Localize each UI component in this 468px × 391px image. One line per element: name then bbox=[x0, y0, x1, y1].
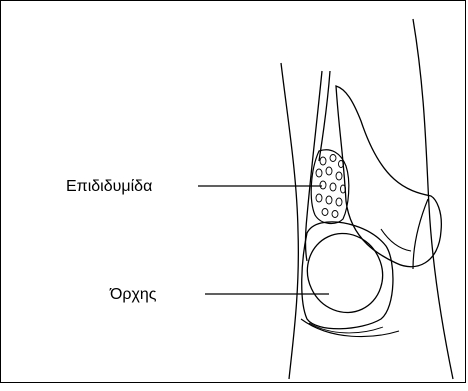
penis-crease bbox=[381, 229, 411, 251]
thigh-outline bbox=[281, 63, 298, 379]
body-outline bbox=[413, 19, 453, 379]
diagram-frame: Επιδιδυμίδα Όρχης bbox=[0, 0, 466, 383]
label-epididymis: Επιδιδυμίδα bbox=[66, 178, 152, 196]
glans-line bbox=[413, 199, 428, 269]
testis-shape bbox=[295, 221, 396, 325]
label-testis: Όρχης bbox=[110, 286, 157, 304]
penis-outline bbox=[336, 86, 441, 267]
